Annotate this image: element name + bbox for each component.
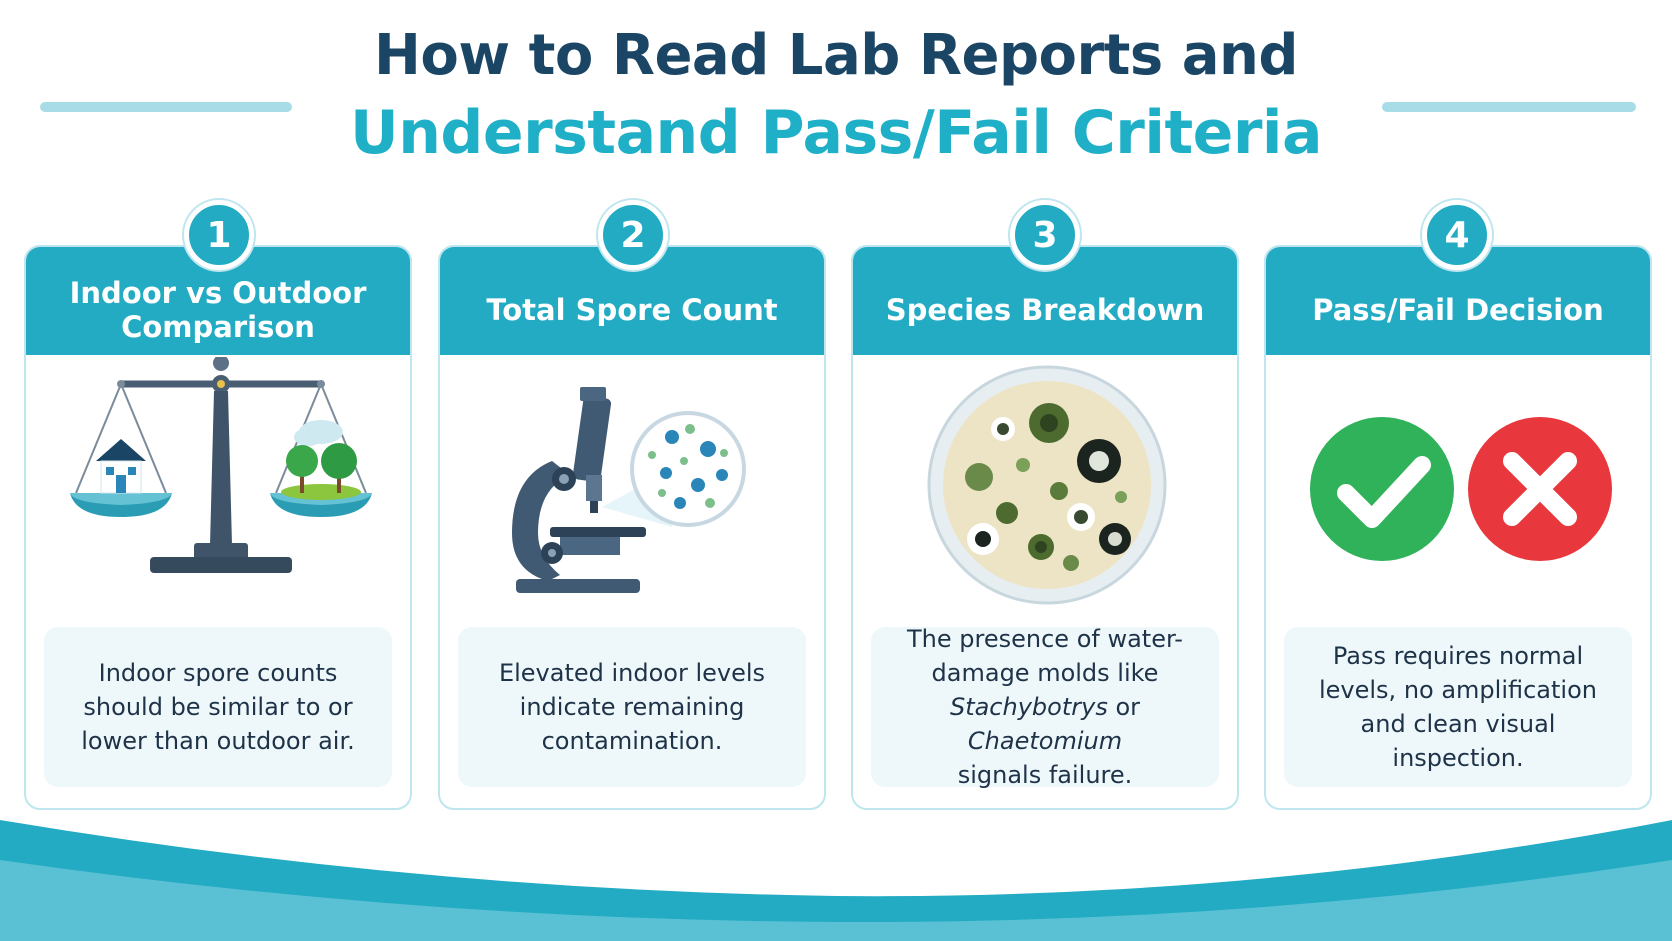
card-title: Species Breakdown — [885, 293, 1205, 327]
desc-text-before: The presence of water-damage molds like — [907, 625, 1183, 687]
microscope-icon — [512, 387, 746, 593]
step-1-badge: 1 — [184, 200, 254, 270]
title-rule-left — [40, 102, 292, 112]
x-mark-icon — [1468, 417, 1612, 561]
step-3-badge: 3 — [1010, 200, 1080, 270]
card-title: Total Spore Count — [486, 293, 778, 327]
step-card-total-spore-count: Total Spore Count Elevated indoor levels… — [438, 245, 826, 810]
balance-scale-icon — [70, 357, 372, 573]
step-2-badge: 2 — [598, 200, 668, 270]
card-header: Species Breakdown — [853, 247, 1237, 355]
page-title-line1: How to Read Lab Reports and — [374, 23, 1298, 88]
card-title: Pass/Fail Decision — [1312, 293, 1604, 327]
desc-text-after: signals failure. — [957, 761, 1133, 789]
page-title-line2: Understand Pass/Fail Criteria — [350, 98, 1322, 168]
card-title: Indoor vs Outdoor Comparison — [69, 276, 367, 344]
petri-dish-icon — [927, 365, 1167, 605]
title-rule-right — [1382, 102, 1636, 112]
step-4-badge: 4 — [1422, 200, 1492, 270]
desc-connector: or — [1115, 693, 1141, 721]
card-description: Pass requires normal levels, no amplific… — [1284, 627, 1632, 787]
species-chaetomium: Chaetomium — [967, 727, 1123, 755]
page-header: How to Read Lab Reports and Understand P… — [0, 18, 1672, 172]
step-card-species-breakdown: Species Breakdown The presence of water-… — [851, 245, 1239, 810]
card-description: Indoor spore counts should be similar to… — [44, 627, 392, 787]
step-card-indoor-outdoor: Indoor vs Outdoor Comparison Indoor spor… — [24, 245, 412, 810]
card-description: The presence of water-damage molds like … — [871, 625, 1219, 789]
bottom-wave-decoration — [0, 820, 1672, 941]
species-stachybotrys: Stachybotrys — [949, 693, 1108, 721]
pass-fail-icons — [1310, 417, 1612, 561]
check-icon — [1310, 417, 1454, 561]
card-description: Elevated indoor levels indicate remainin… — [458, 627, 806, 787]
step-card-pass-fail-decision: Pass/Fail Decision Pass requires normal … — [1264, 245, 1652, 810]
